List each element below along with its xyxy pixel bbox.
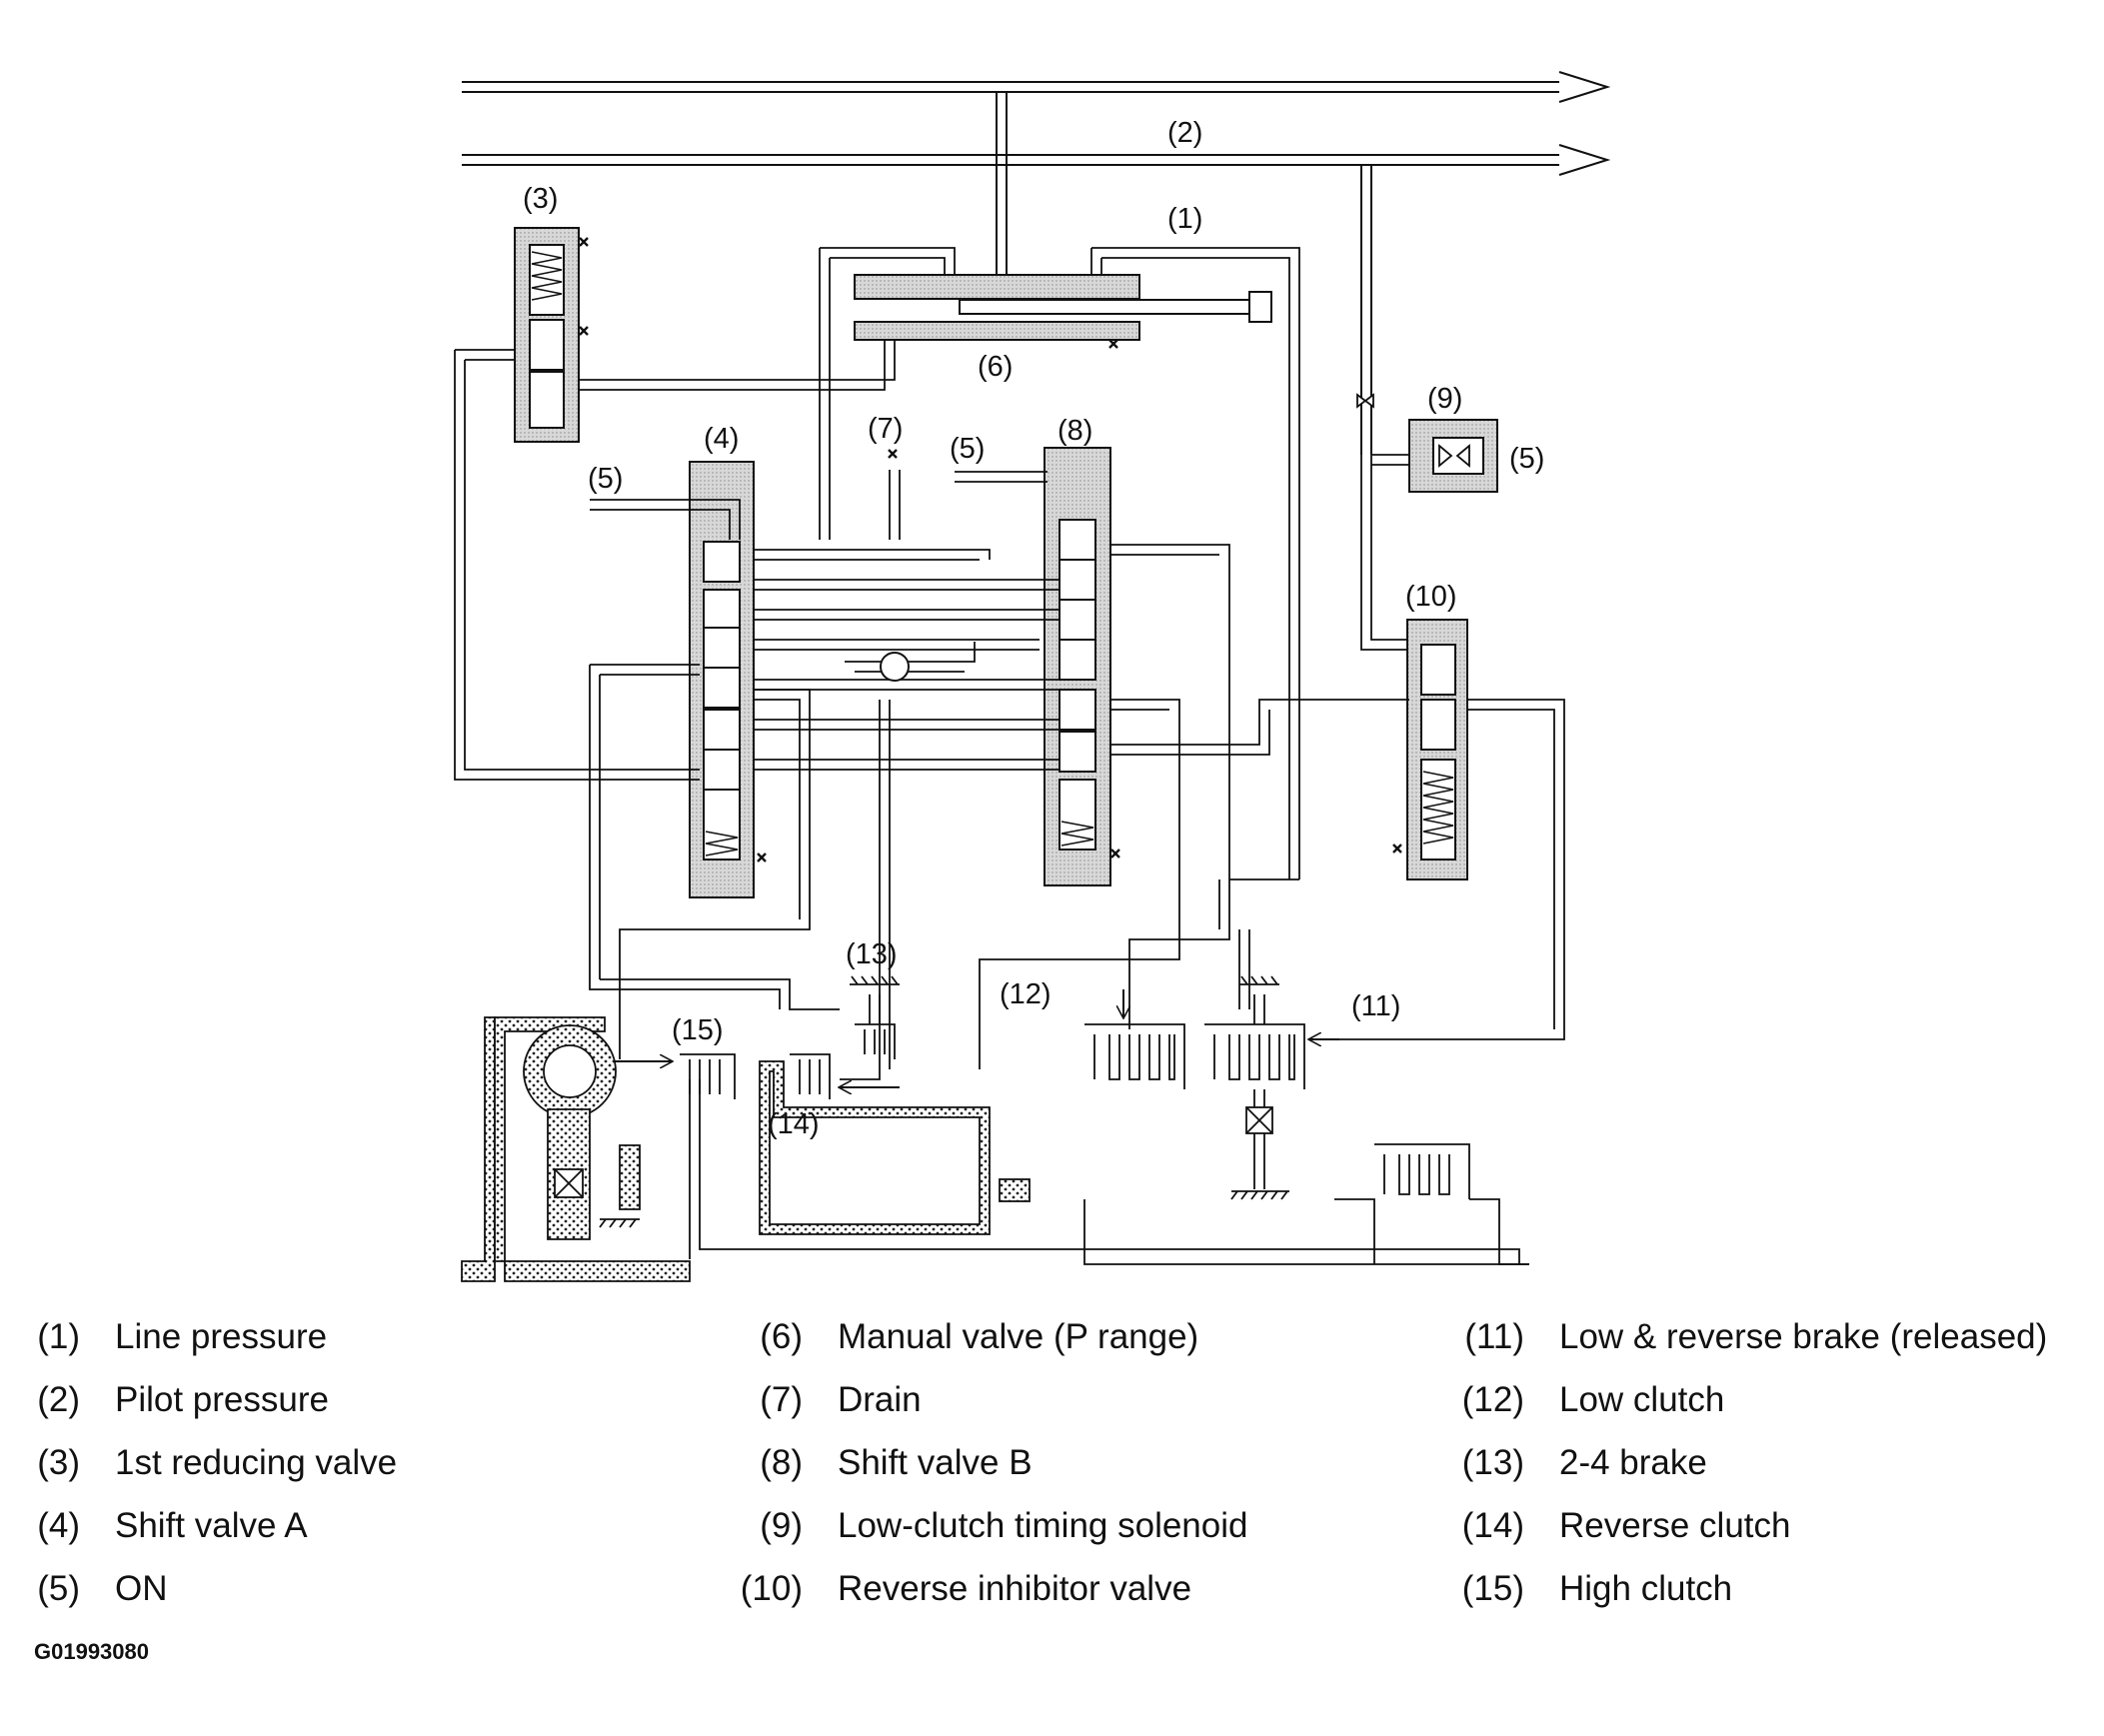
hydraulic-passages [454,247,1565,1265]
valve-spools [529,244,1484,861]
legend-label: Low & reverse brake (released) [1559,1317,2048,1356]
clutch-packs [680,975,1529,1265]
legend-item: (5) ON [37,1569,397,1632]
callout-pilot-pressure: (2) [1167,117,1202,149]
check-ball [880,652,910,682]
legend-label: Pilot pressure [115,1380,329,1419]
return-springs [531,251,1454,857]
legend-number: (10) [740,1569,803,1608]
legend-label: Manual valve (P range) [838,1317,1199,1356]
legend-column-1: (1) Line pressure (2) Pilot pressure (3) 1s… [37,1317,398,1632]
legend-label: Reverse inhibitor valve [838,1569,1192,1608]
legend-number: (2) [37,1380,80,1419]
legend-column-3: (11) Low & reverse brake (released) (12) L… [1462,1317,2048,1632]
callout-labels: (1) (2) (3) (4) (5) (5) (5) (6) (7) (8) … [523,117,1544,1140]
callout-on-c: (5) [1509,443,1544,475]
legend-item: (15) High clutch [1462,1569,2047,1632]
valve-bodies [514,227,1498,898]
callout-2-4-brake: (13) [846,938,898,970]
legend-item: (9) Low-clutch timing solenoid [760,1506,1248,1569]
legend-item: (3) 1st reducing valve [37,1443,398,1506]
legend-number: (13) [1461,1443,1524,1482]
callout-reverse-inhibitor-valve: (10) [1405,581,1457,613]
legend-column-2: (6) Manual valve (P range) (7) Drain (8) Sh… [741,1317,1248,1632]
legend-label: Low clutch [1559,1380,1725,1419]
callout-on-a: (5) [588,463,623,495]
legend-label: Low-clutch timing solenoid [838,1506,1248,1545]
legend-label: Drain [838,1380,922,1419]
callout-low-reverse-brake: (11) [1351,990,1400,1022]
legend-label: Shift valve B [838,1443,1033,1482]
callout-shift-valve-b: (8) [1057,415,1092,447]
legend-label: ON [115,1569,168,1608]
legend-number: (9) [760,1506,803,1545]
callout-manual-valve: (6) [978,351,1013,383]
figure-code: G01993080 [34,1639,149,1664]
callout-low-clutch: (12) [1000,978,1052,1010]
legend-number: (14) [1461,1506,1524,1545]
legend-number: (11) [1464,1317,1524,1356]
legend-item: (2) Pilot pressure [37,1380,397,1443]
legend-number: (6) [760,1317,803,1356]
callout-timing-solenoid: (9) [1427,383,1462,415]
legend-label: Line pressure [115,1317,328,1356]
legend-number: (1) [37,1317,80,1356]
legend-item: (12) Low clutch [1462,1380,2047,1443]
oil-pump [461,1016,1031,1282]
callout-1st-reducing-valve: (3) [523,183,558,215]
legend-number: (12) [1461,1380,1524,1419]
legend-item: (6) Manual valve (P range) [760,1317,1247,1380]
drain-marks [579,237,1402,863]
legend-item: (8) Shift valve B [760,1443,1247,1506]
legend-number: (3) [37,1443,80,1482]
callout-drain: (7) [868,413,903,445]
legend-number: (8) [760,1443,803,1482]
legend-label: Reverse clutch [1559,1506,1791,1545]
legend-item: (14) Reverse clutch [1462,1506,2047,1569]
callout-line-pressure: (1) [1167,203,1202,235]
callout-on-b: (5) [950,433,985,465]
legend-label: High clutch [1559,1569,1733,1608]
legend-item: (10) Reverse inhibitor valve [741,1569,1247,1632]
legend-number: (7) [760,1380,803,1419]
legend-number: (4) [37,1506,80,1545]
legend-number: (15) [1461,1569,1524,1608]
pressure-headers [462,71,1611,455]
legend-item: (1) Line pressure [37,1317,397,1380]
callout-reverse-clutch: (14) [768,1108,820,1140]
legend-item: (13) 2-4 brake [1462,1443,2047,1506]
callout-high-clutch: (15) [672,1014,724,1046]
legend-item: (11) Low & reverse brake (released) [1464,1317,2048,1380]
flow-arrows [615,989,1339,1087]
timing-solenoid [1356,393,1470,468]
hydraulic-circuit-diagram: (1) (2) (3) (4) (5) (5) (5) (6) (7) (8) … [454,71,1611,1282]
legend-item: (4) Shift valve A [37,1506,397,1569]
legend-label: 1st reducing valve [115,1443,398,1482]
legend-number: (5) [37,1569,80,1608]
legend-label: 2-4 brake [1559,1443,1707,1482]
callout-shift-valve-a: (4) [704,423,739,455]
legend-item: (7) Drain [760,1380,1247,1443]
legend-label: Shift valve A [115,1506,308,1545]
